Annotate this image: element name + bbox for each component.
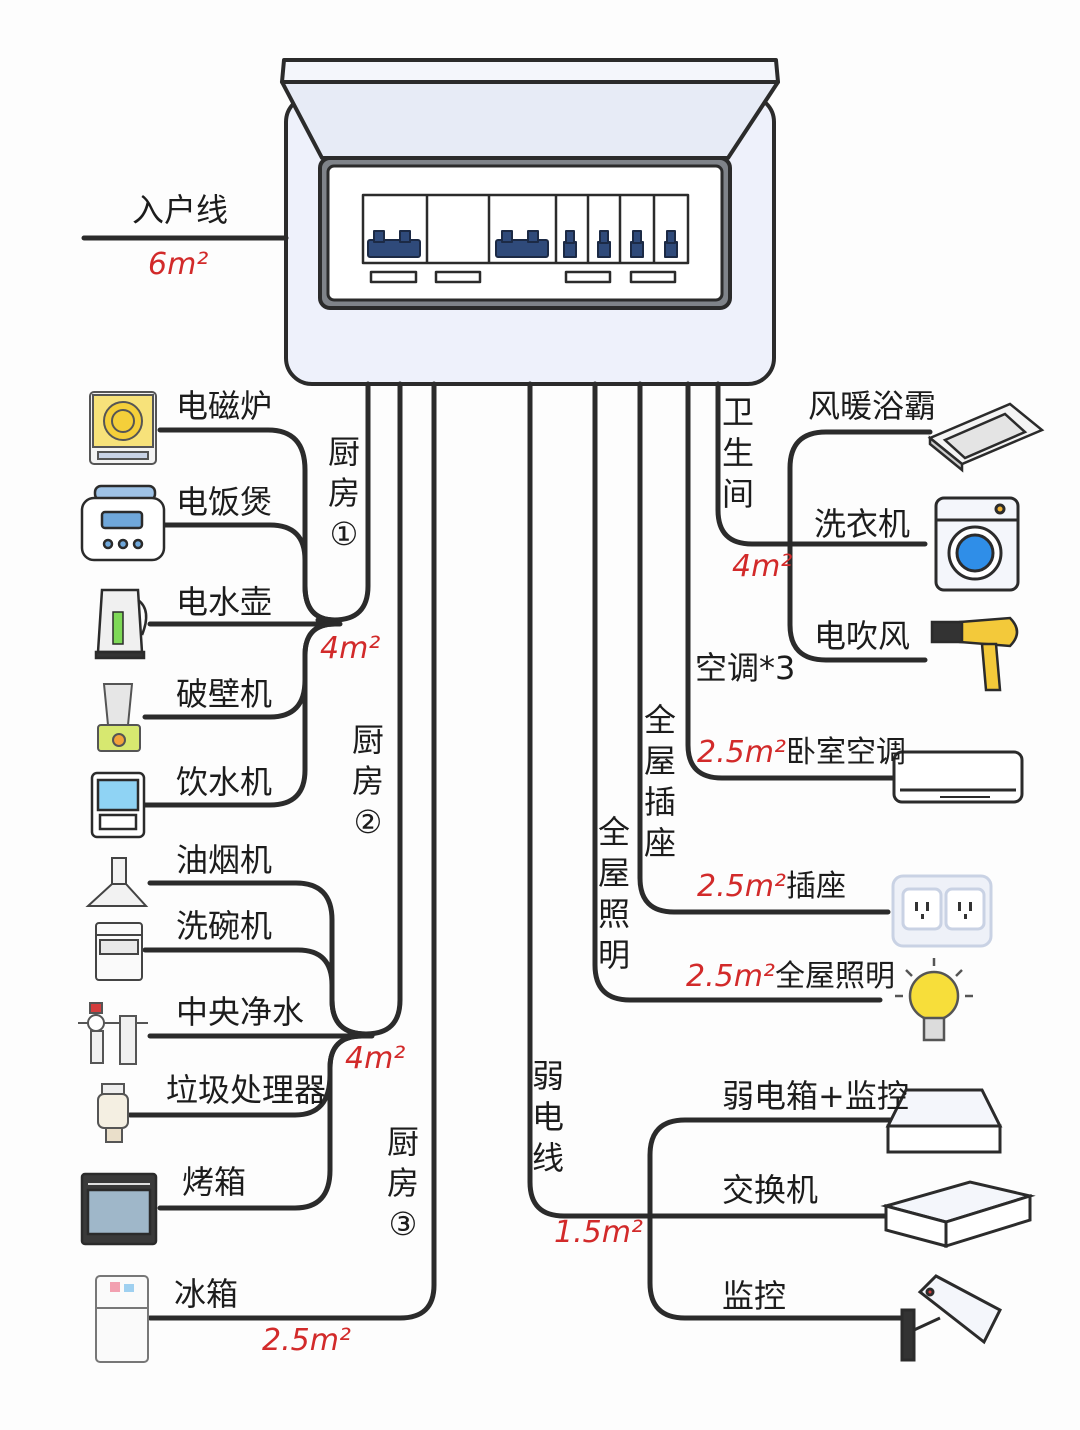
- security-camera-icon: [900, 1274, 1002, 1362]
- kitchen1-appliance: 电磁炉: [176, 387, 273, 425]
- aircon-wire: [685, 381, 901, 781]
- blender-icon: [97, 683, 141, 752]
- bathroom-spec: 4m²: [732, 549, 793, 584]
- washing-machine-icon: [934, 496, 1020, 592]
- weak-spec: 1.5m²: [554, 1215, 643, 1250]
- kitchen2-appliance: 垃圾处理器: [166, 1071, 327, 1109]
- hair-dryer-icon: [930, 616, 1019, 692]
- aircon-text: 卧室空调: [785, 735, 906, 770]
- bathroom-appliance: 电吹风: [814, 617, 911, 655]
- kitchen3-trunk: [147, 381, 437, 1321]
- lighting-title: 全屋照明: [597, 813, 630, 974]
- sockets-title: 全屋插座: [643, 701, 676, 862]
- lighting-wire: [592, 381, 883, 1003]
- refrigerator-icon: [95, 1275, 149, 1363]
- kitchen3-spec: 2.5m²: [262, 1323, 351, 1358]
- garbage-disposal-icon: [97, 1083, 129, 1143]
- breaker-switches: [367, 230, 678, 258]
- oven-icon: [80, 1172, 158, 1246]
- kitchen2-appliance: 中央净水: [176, 993, 305, 1031]
- incoming-spec: 6m²: [148, 247, 209, 282]
- kitchen1-title: 厨房①: [327, 433, 360, 553]
- weak-device: 交换机: [722, 1171, 819, 1209]
- bathroom-appliance: 风暖浴霸: [808, 387, 937, 425]
- sockets-spec: 2.5m²: [697, 869, 786, 904]
- kitchen1-appliance: 电水壶: [176, 583, 273, 621]
- kitchen3-appliance: 冰箱: [174, 1275, 239, 1313]
- wall-socket-icon: [891, 874, 993, 948]
- incoming-label: 入户线: [132, 191, 229, 229]
- water-dispenser-icon: [90, 771, 146, 839]
- dishwasher-icon: [95, 922, 143, 981]
- rice-cooker-icon: [80, 484, 166, 562]
- bath-heater-icon: [927, 402, 1045, 473]
- bathroom-trunk: [715, 381, 793, 547]
- network-switch-icon: [880, 1180, 1036, 1249]
- aircon-spec: 2.5m²: [697, 735, 786, 770]
- electric-kettle-icon: [94, 588, 148, 660]
- kitchen1-appliance: 饮水机: [176, 763, 273, 801]
- aircon-title: 空调*3: [695, 649, 796, 687]
- kitchen3-title: 厨房③: [386, 1123, 419, 1243]
- weak-title: 弱电线: [531, 1057, 564, 1177]
- weak-device: 弱电箱+监控: [722, 1077, 909, 1115]
- lighting-text: 全屋照明: [774, 959, 895, 994]
- kitchen2-appliance: 洗碗机: [176, 907, 273, 945]
- bathroom-appliance: 洗衣机: [814, 505, 911, 543]
- lighting-spec: 2.5m²: [686, 959, 775, 994]
- kitchen1-appliance: 电饭煲: [176, 483, 273, 521]
- weak-current-box-icon: [885, 1088, 1003, 1154]
- weak-trunk: [527, 381, 653, 1219]
- kitchen2-appliance: 油烟机: [176, 841, 273, 879]
- kitchen2-spec: 4m²: [345, 1041, 406, 1076]
- aircon-label: 2.5m²卧室空调: [697, 738, 906, 768]
- sockets-wire: [637, 381, 891, 915]
- air-conditioner-icon: [892, 750, 1024, 804]
- kitchen1-spec: 4m²: [320, 631, 381, 666]
- wires: [81, 235, 933, 1321]
- sockets-label: 2.5m²插座: [697, 872, 846, 902]
- kitchen2-title: 厨房②: [351, 721, 384, 841]
- induction-cooker-icon: [89, 391, 157, 465]
- light-bulb-icon: [895, 958, 973, 1042]
- weak-device: 监控: [722, 1277, 787, 1315]
- lighting-label: 2.5m²全屋照明: [686, 962, 895, 992]
- bathroom-title: 卫生间: [721, 393, 754, 513]
- sockets-text: 插座: [785, 869, 846, 904]
- water-purifier-icon: [78, 1002, 148, 1065]
- kitchen2-appliance: 烤箱: [182, 1163, 247, 1201]
- distribution-box: [280, 58, 780, 386]
- range-hood-icon: [85, 857, 149, 907]
- kitchen1-appliance: 破壁机: [176, 675, 273, 713]
